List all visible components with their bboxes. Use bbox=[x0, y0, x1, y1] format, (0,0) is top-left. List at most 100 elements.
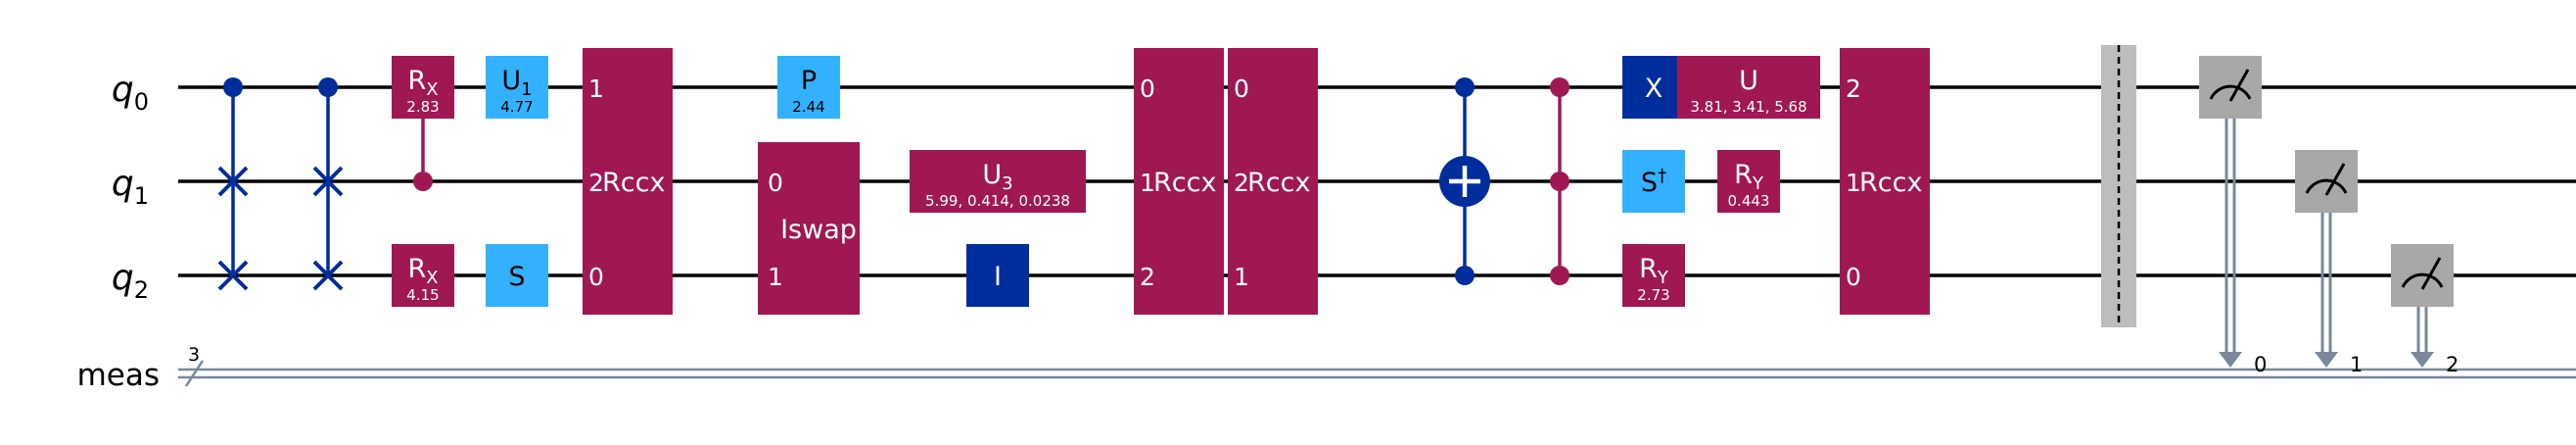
register-labels: q0 q1 q2 meas 3 bbox=[77, 70, 200, 393]
gate-param: 2.83 bbox=[406, 98, 439, 116]
gate-box bbox=[1622, 56, 1685, 119]
swap-cross-q1 bbox=[312, 166, 344, 197]
measure-bit-label-1: 1 bbox=[2350, 353, 2363, 376]
gate-label: U3 bbox=[982, 160, 1012, 194]
gate-measure-q1 bbox=[2295, 150, 2358, 213]
gate-ry-q2: RY2.73 bbox=[1622, 244, 1685, 307]
meter-arc-icon bbox=[2401, 272, 2444, 288]
gate-label: RX bbox=[407, 254, 438, 288]
gate-label: Rccx bbox=[1247, 168, 1310, 198]
gate-pin-q1: 1 bbox=[1846, 169, 1861, 197]
wires-layer bbox=[178, 85, 2576, 387]
gate-box bbox=[1840, 48, 1930, 315]
gate-pin-q2: 0 bbox=[1846, 263, 1861, 291]
gate-pin-q2: 2 bbox=[1140, 263, 1155, 291]
qubit-label-q2: q2 bbox=[112, 258, 149, 304]
control-dot bbox=[318, 77, 338, 97]
gate-box bbox=[486, 56, 548, 119]
gate-box bbox=[1677, 56, 1820, 119]
gates-layer: RX2.83RX4.15U14.77S120RccxP2.4401IswapU3… bbox=[217, 45, 2459, 376]
control-dot-q1 bbox=[1550, 172, 1569, 191]
gate-label: U bbox=[1739, 66, 1758, 96]
gate-param: 0.443 bbox=[1728, 192, 1770, 210]
gate-param: 4.15 bbox=[406, 286, 439, 304]
measure-arrowhead bbox=[2219, 352, 2242, 368]
gate-u3-q1: U35.99, 0.414, 0.0238 bbox=[910, 150, 1086, 213]
gate-u-q0: U 3.81, 3.41, 5.68 bbox=[1677, 56, 1820, 119]
gate-pin-q0: 0 bbox=[1140, 74, 1155, 103]
control-dot-q0 bbox=[1455, 77, 1475, 97]
gate-swap-1 bbox=[217, 77, 249, 291]
gate-pin-q0: 0 bbox=[1234, 74, 1249, 103]
gate-pin-q1: 2 bbox=[1234, 169, 1249, 197]
gate-param: 4.77 bbox=[500, 98, 533, 116]
gate-barrier bbox=[2101, 45, 2136, 327]
gate-pin-q1: 1 bbox=[1140, 169, 1155, 197]
meter-arc-icon bbox=[2209, 84, 2252, 100]
gate-box bbox=[486, 244, 548, 307]
gate-label: Iswap bbox=[780, 215, 857, 245]
meter-needle-icon bbox=[2420, 257, 2442, 290]
gate-label: S† bbox=[1641, 166, 1666, 198]
gate-label: Rccx bbox=[602, 168, 665, 198]
gate-rx-q2: RX4.15 bbox=[392, 244, 454, 307]
measure-bit-label-0: 0 bbox=[2254, 353, 2267, 376]
gate-box bbox=[1622, 244, 1685, 307]
gate-s-q2: S bbox=[486, 244, 548, 307]
gate-measure-q2 bbox=[2391, 244, 2454, 307]
gate-rx-q0: RX2.83 bbox=[392, 56, 454, 119]
gate-box bbox=[392, 244, 454, 307]
gate-pin-q1: 2 bbox=[588, 169, 604, 197]
meter-needle-icon bbox=[2228, 69, 2250, 102]
gate-swap-2 bbox=[312, 77, 344, 291]
gate-sdg-q1: S† bbox=[1622, 150, 1685, 213]
gate-pin-q1: 0 bbox=[768, 169, 783, 197]
gate-box bbox=[758, 142, 860, 315]
swap-cross-q2 bbox=[217, 260, 249, 291]
gate-rccx-4: 2 1 0 Rccx bbox=[1840, 48, 1930, 315]
qubit-label-q0: q0 bbox=[112, 70, 149, 116]
gate-pin-q2: 1 bbox=[768, 263, 783, 291]
gate-ccz bbox=[1550, 77, 1569, 285]
swap-cross-q2 bbox=[312, 260, 344, 291]
gate-iswap: 0 1 Iswap bbox=[758, 142, 860, 315]
gate-label: RY bbox=[1734, 160, 1764, 194]
gate-measure-q0 bbox=[2199, 56, 2262, 119]
control-dot-q2 bbox=[1455, 266, 1475, 285]
gate-box bbox=[1134, 48, 1224, 315]
connectors-layer bbox=[231, 87, 2434, 368]
gate-label: U1 bbox=[501, 66, 532, 100]
control-dot-q0 bbox=[1550, 77, 1569, 97]
gate-pin-q2: 1 bbox=[1234, 263, 1249, 291]
gate-box bbox=[392, 56, 454, 119]
gate-label: Rccx bbox=[1859, 168, 1922, 198]
gate-label: X bbox=[1645, 74, 1663, 104]
gate-param: 2.73 bbox=[1637, 286, 1669, 304]
measure-arrowhead bbox=[2411, 352, 2434, 368]
gate-box bbox=[1622, 150, 1685, 213]
gate-pin-q2: 0 bbox=[588, 263, 604, 291]
gate-label: S bbox=[508, 262, 525, 292]
target-plus bbox=[1449, 166, 1480, 197]
gate-u1-q0: U14.77 bbox=[486, 56, 548, 119]
gate-pin-q0: 2 bbox=[1846, 74, 1861, 103]
swap-cross-q1 bbox=[217, 166, 249, 197]
gate-x-q0: X bbox=[1622, 56, 1685, 119]
gate-label: Rccx bbox=[1153, 168, 1216, 198]
gate-label: RY bbox=[1639, 254, 1669, 288]
measure-arrowhead bbox=[2315, 352, 2338, 368]
classical-register-width: 3 bbox=[188, 344, 200, 366]
gate-rccx-2: 0 1 2 Rccx bbox=[1134, 48, 1224, 315]
gate-label: RX bbox=[407, 66, 438, 100]
gate-rccx-3: 0 2 1 Rccx bbox=[1228, 48, 1318, 315]
control-dot-q2 bbox=[1550, 266, 1569, 285]
gate-box bbox=[777, 56, 840, 119]
gate-param: 2.44 bbox=[792, 98, 824, 116]
measure-bit-label-2: 2 bbox=[2446, 353, 2459, 376]
gate-label: P bbox=[801, 66, 817, 96]
meter-needle-icon bbox=[2324, 163, 2346, 196]
classical-register-label: meas bbox=[77, 358, 160, 393]
gate-param: 3.81, 3.41, 5.68 bbox=[1690, 98, 1806, 116]
gate-box bbox=[966, 244, 1029, 307]
